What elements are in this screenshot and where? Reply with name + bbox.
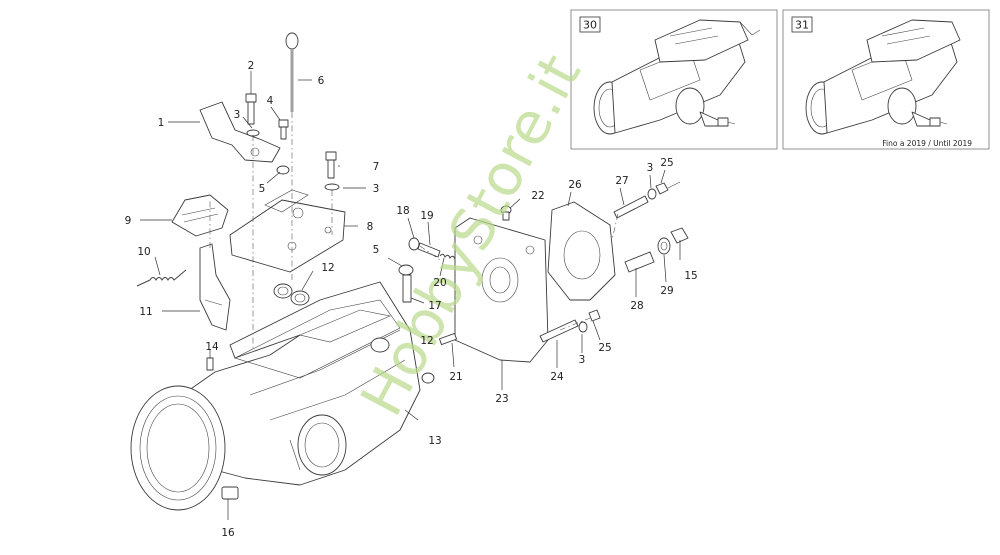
callout-3: 3 <box>234 109 241 121</box>
callout-15: 15 <box>684 270 697 282</box>
gearbox-assembly-drawing <box>593 19 761 135</box>
front-plate <box>454 217 549 363</box>
bolt-2 <box>245 93 257 125</box>
callout-7: 7 <box>373 161 380 173</box>
centerlines <box>209 112 619 350</box>
callout-12: 12 <box>321 262 334 274</box>
callout-6: 6 <box>318 75 325 87</box>
rod-24 <box>539 319 579 343</box>
callout-labels: 1 2 3 4 5 6 7 3 8 9 5 10 11 12 12 13 14 … <box>125 60 698 539</box>
callout-3: 3 <box>579 354 586 366</box>
transmission-housing <box>130 281 435 511</box>
callout-19: 19 <box>420 210 433 222</box>
callout-12: 12 <box>420 335 433 347</box>
shift-fork <box>199 243 231 331</box>
gear-boot <box>171 194 229 237</box>
callout-25: 25 <box>598 342 611 354</box>
washer-3-right <box>578 188 657 333</box>
callout-9: 9 <box>125 215 132 227</box>
callout-3: 3 <box>647 162 654 174</box>
callout-5: 5 <box>373 244 380 256</box>
bushing-28 <box>624 251 655 273</box>
inset-31: 31 Fino a 2019 / Until 2019 <box>782 9 990 150</box>
callout-16: 16 <box>221 527 235 539</box>
pin <box>206 357 214 371</box>
callout-21: 21 <box>449 371 462 383</box>
gearbox-assembly-drawing <box>805 19 961 135</box>
bolt-22 <box>500 205 512 221</box>
sleeve <box>402 274 412 303</box>
callout-20: 20 <box>433 277 446 289</box>
callout-26: 26 <box>568 179 582 191</box>
inset-note: Fino a 2019 / Until 2019 <box>882 139 972 148</box>
o-ring-18 <box>408 237 420 251</box>
callout-29: 29 <box>660 285 673 297</box>
seal-12 <box>273 283 310 306</box>
inset-number: 30 <box>583 19 597 32</box>
callout-13: 13 <box>428 435 441 447</box>
drain-plug <box>221 486 239 500</box>
dipstick <box>285 32 299 112</box>
inset-number: 31 <box>795 19 809 32</box>
callout-23: 23 <box>495 393 508 405</box>
cover-plate <box>229 189 346 273</box>
callout-5: 5 <box>259 183 266 195</box>
callout-2: 2 <box>248 60 255 72</box>
lever-bracket <box>199 101 281 163</box>
washer-29 <box>657 237 671 255</box>
callout-18: 18 <box>396 205 409 217</box>
inset-30: 30 <box>570 9 778 150</box>
rod-21 <box>439 332 457 346</box>
leader-lines <box>140 71 681 520</box>
callout-11: 11 <box>139 306 152 318</box>
callout-27: 27 <box>615 175 628 187</box>
spring-20 <box>439 253 456 260</box>
bolt-7 <box>325 151 337 179</box>
bolt-4 <box>278 119 289 140</box>
callout-1: 1 <box>158 117 165 129</box>
nut-25-right <box>588 182 669 322</box>
callout-4: 4 <box>267 95 274 107</box>
spring <box>136 269 187 287</box>
callout-24: 24 <box>550 371 564 383</box>
callout-17: 17 <box>428 300 441 312</box>
callout-28: 28 <box>630 300 643 312</box>
gasket <box>547 201 616 301</box>
shaft-27 <box>613 195 649 219</box>
shaft-19 <box>417 242 441 258</box>
callout-10: 10 <box>137 246 150 258</box>
callout-22: 22 <box>531 190 544 202</box>
callout-8: 8 <box>367 221 374 233</box>
callout-14: 14 <box>205 341 219 353</box>
callout-3: 3 <box>373 183 380 195</box>
callout-25: 25 <box>660 157 673 169</box>
nut-15 <box>670 227 689 244</box>
